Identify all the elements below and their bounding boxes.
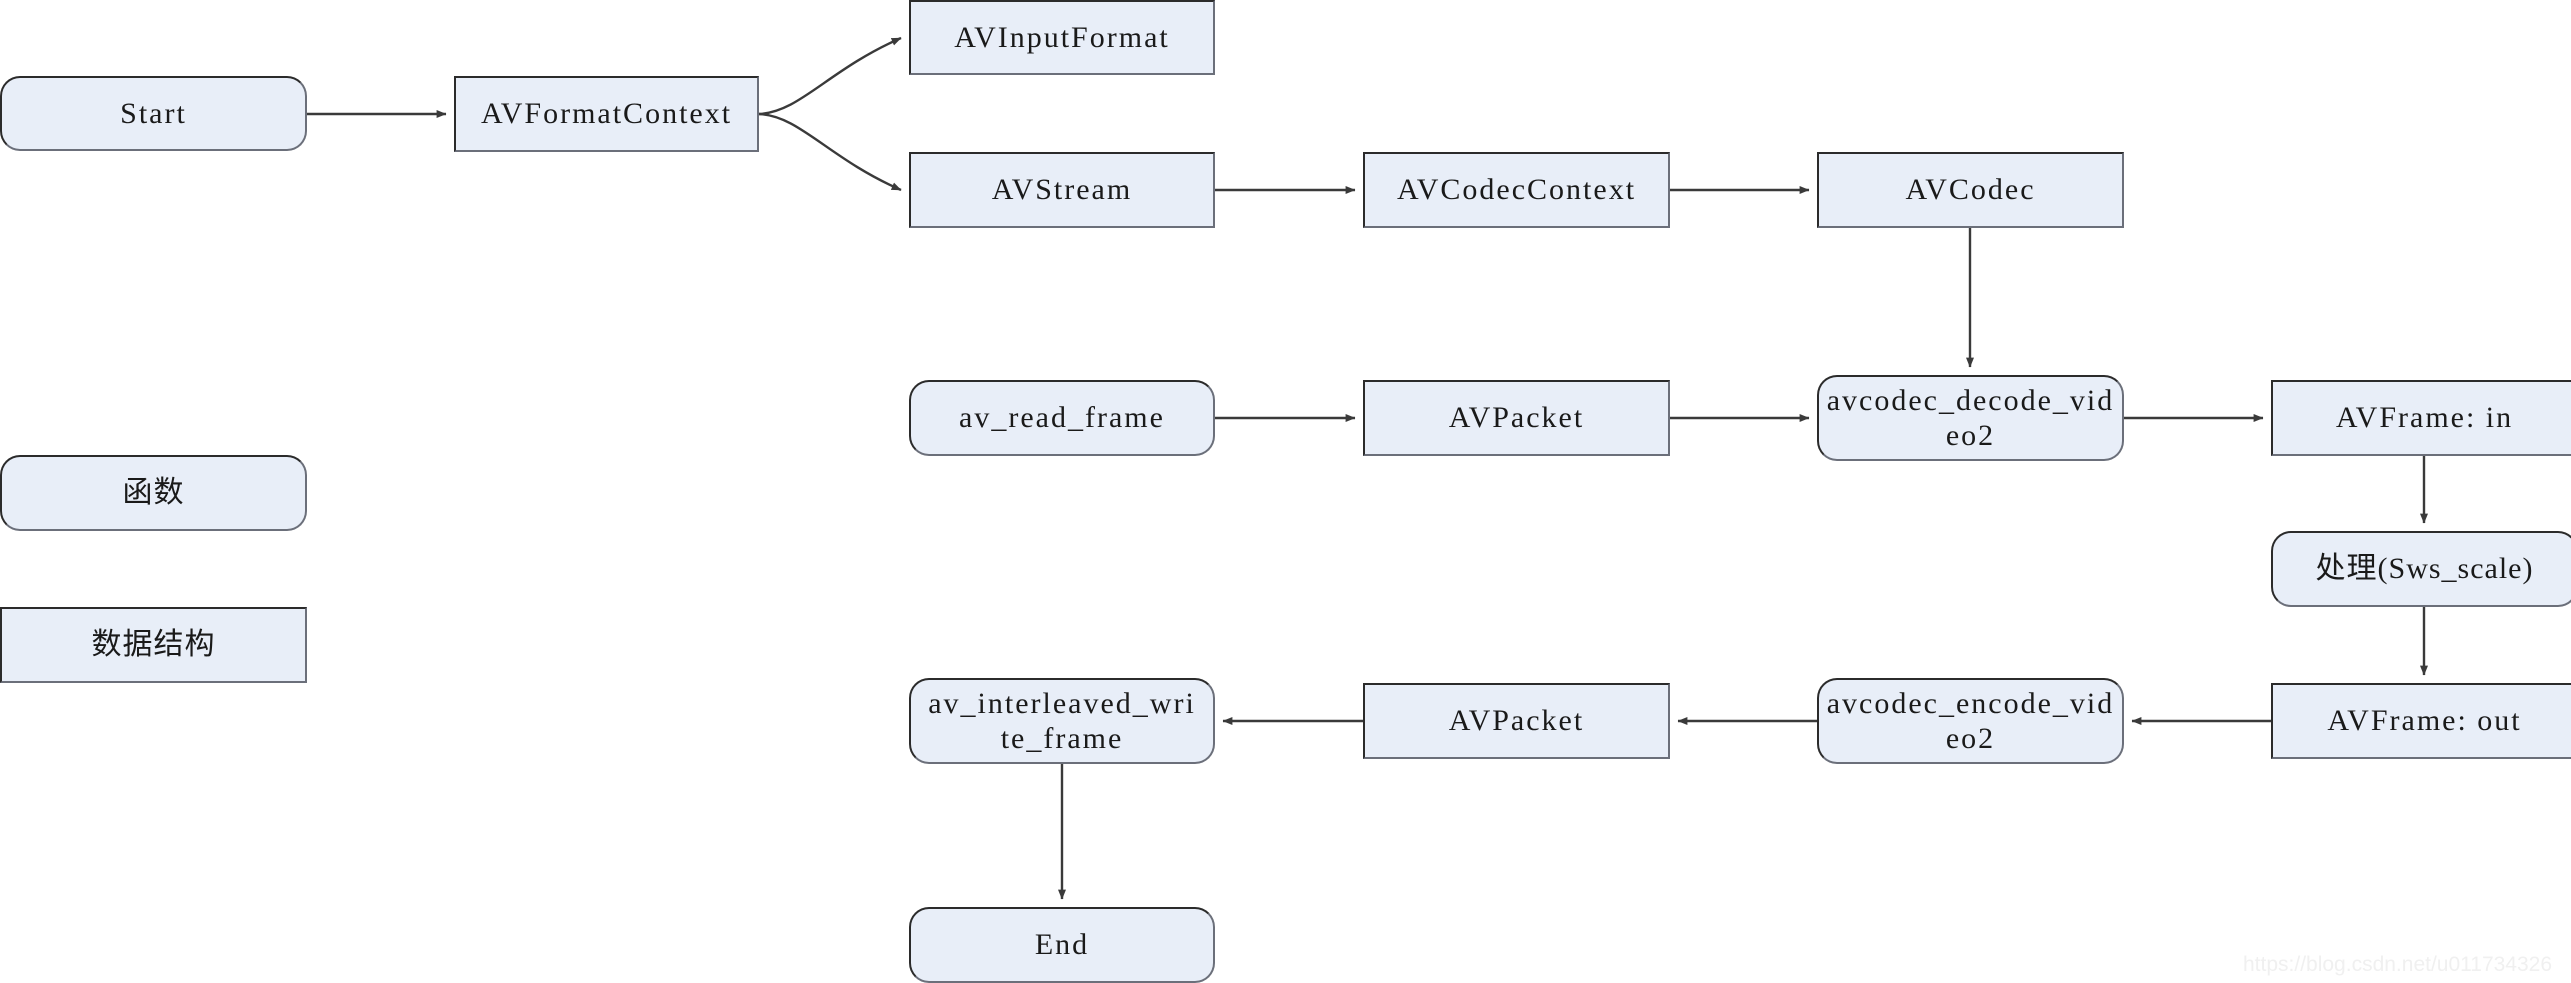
edge-avformatcontext-to-avstream xyxy=(758,112,902,192)
legend-datastruct-box[interactable]: 数据结构 xyxy=(0,607,307,683)
node-start[interactable]: Start xyxy=(0,76,307,151)
node-sws-scale[interactable]: 处理(Sws_scale) xyxy=(2271,531,2571,607)
watermark: https://blog.csdn.net/u011734326 xyxy=(2243,953,2553,976)
node-avframe-in[interactable]: AVFrame: in xyxy=(2271,380,2571,456)
node-avframe-out[interactable]: AVFrame: out xyxy=(2271,683,2571,759)
node-avcodec-encode-video2[interactable]: avcodec_encode_vid eo2 xyxy=(1817,678,2124,764)
legend-function-box[interactable]: 函数 xyxy=(0,455,307,531)
node-avcodec[interactable]: AVCodec xyxy=(1817,152,2124,228)
node-avcodeccontext[interactable]: AVCodecContext xyxy=(1363,152,1670,228)
node-av-interleaved-write-frame[interactable]: av_interleaved_wri te_frame xyxy=(909,678,1215,764)
edge-avformatcontext-to-avinputformat xyxy=(758,36,902,116)
node-end[interactable]: End xyxy=(909,907,1215,983)
node-avpacket-in[interactable]: AVPacket xyxy=(1363,380,1670,456)
node-avpacket-out[interactable]: AVPacket xyxy=(1363,683,1670,759)
node-avstream[interactable]: AVStream xyxy=(909,152,1215,228)
node-avformatcontext[interactable]: AVFormatContext xyxy=(454,76,759,152)
node-avcodec-decode-video2[interactable]: avcodec_decode_vid eo2 xyxy=(1817,375,2124,461)
node-avinputformat[interactable]: AVInputFormat xyxy=(909,0,1215,75)
node-av-read-frame[interactable]: av_read_frame xyxy=(909,380,1215,456)
